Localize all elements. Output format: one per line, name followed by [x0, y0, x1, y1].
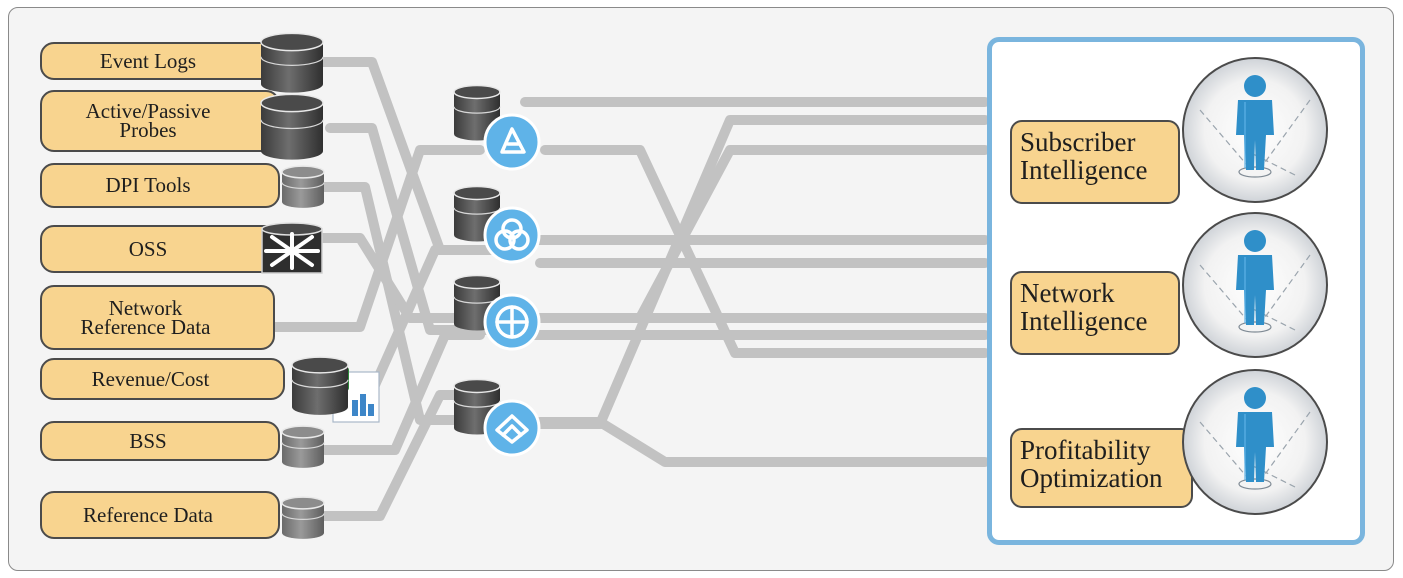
connector-line-3: [315, 182, 485, 425]
person-icon: [1182, 57, 1328, 203]
source-label-text: Reference Data: [83, 502, 213, 527]
source-label-4: OSS: [40, 225, 280, 273]
small-database-icon: [281, 496, 325, 539]
source-label-7: BSS: [40, 421, 280, 461]
output-label-text: Profitability Optimization: [1020, 435, 1163, 493]
venn-logo-icon: [483, 206, 541, 264]
source-label-5: Network Reference Data: [40, 285, 275, 350]
source-label-2: Active/Passive Probes: [40, 90, 280, 152]
output-label-2: Network Intelligence: [1010, 271, 1180, 355]
connector-line-7: [320, 330, 485, 455]
database-icon: [291, 356, 349, 415]
connector-line-10: [540, 145, 990, 358]
output-label-1: Subscriber Intelligence: [1010, 120, 1180, 204]
output-label-text: Subscriber Intelligence: [1020, 127, 1148, 185]
quadrant-logo-icon: [483, 293, 541, 351]
database-icon: [260, 93, 324, 160]
small-database-icon: [281, 425, 325, 468]
database-icon: [260, 32, 324, 93]
source-label-text: BSS: [129, 428, 167, 453]
source-label-text: Event Logs: [99, 48, 197, 73]
source-label-text: Network Reference Data: [80, 295, 211, 339]
small-database-icon: [281, 165, 325, 208]
layers-logo-icon: [483, 399, 541, 457]
source-label-text: Revenue/Cost: [91, 366, 210, 391]
source-label-1: Event Logs: [40, 42, 280, 80]
output-label-3: Profitability Optimization: [1010, 428, 1193, 508]
triangle-logo-icon: [483, 113, 541, 171]
source-label-6: Revenue/Cost: [40, 358, 285, 400]
source-label-text: DPI Tools: [105, 173, 191, 197]
source-label-3: DPI Tools: [40, 163, 280, 208]
source-label-8: Reference Data: [40, 491, 280, 539]
connector-line-17: [535, 417, 990, 467]
source-label-text: Active/Passive Probes: [85, 99, 211, 142]
connector-line-5: [265, 145, 485, 332]
router-icon: [261, 222, 323, 274]
person-icon: [1182, 212, 1328, 358]
source-label-text: OSS: [128, 236, 168, 261]
person-icon: [1182, 369, 1328, 515]
output-label-text: Network Intelligence: [1020, 278, 1148, 336]
